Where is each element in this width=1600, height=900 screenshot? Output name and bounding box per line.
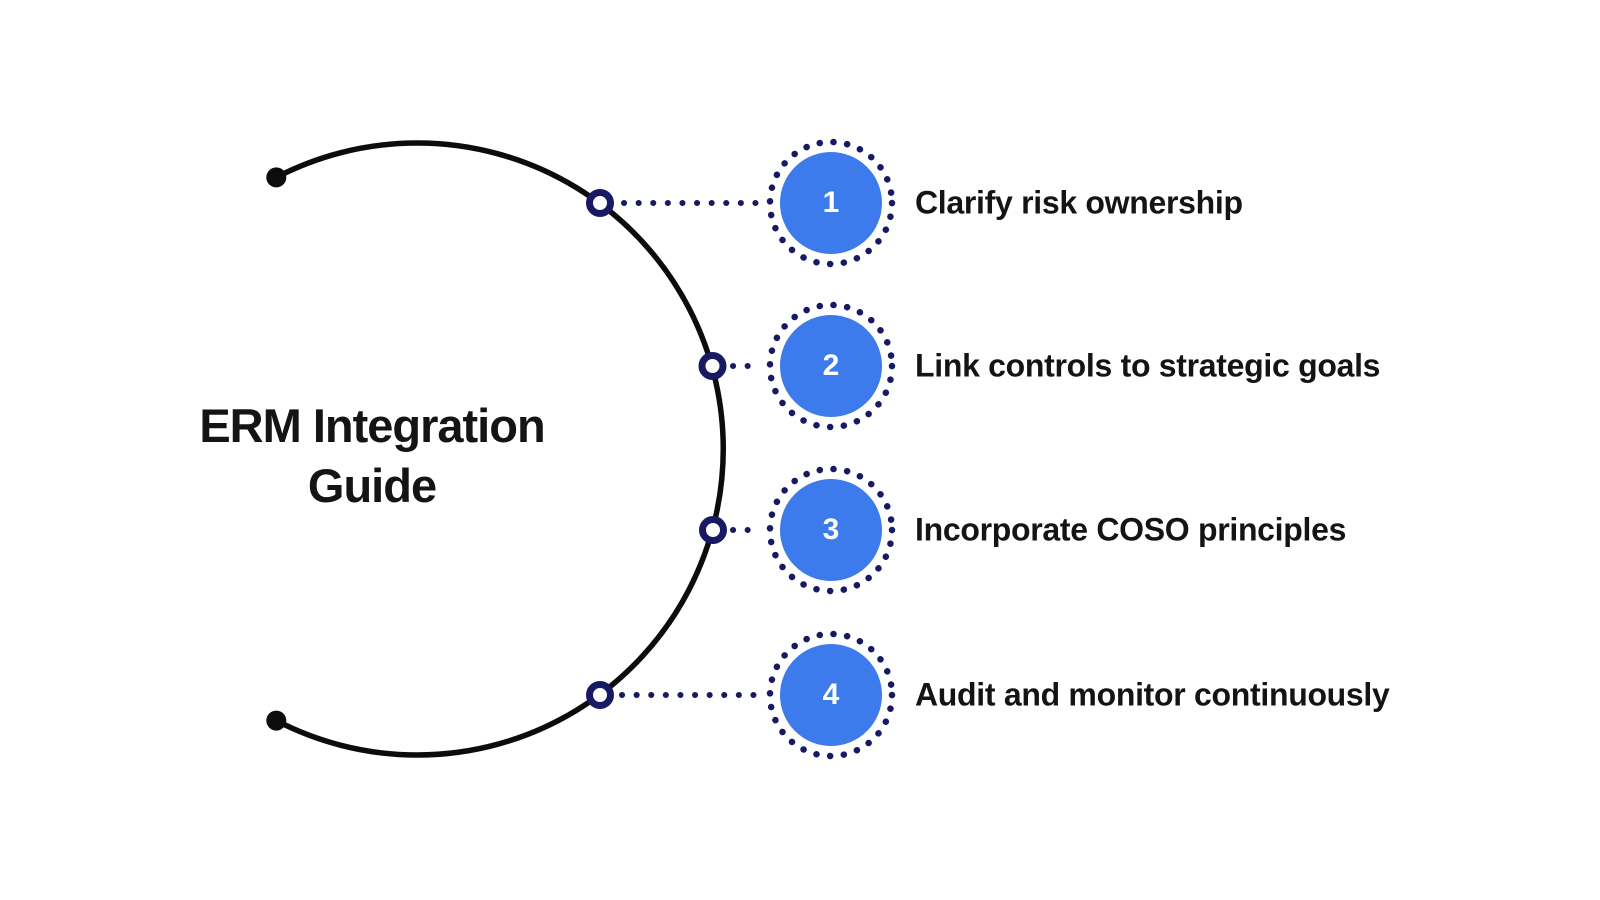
step-label: Clarify risk ownership (915, 184, 1243, 221)
step-label: Incorporate COSO principles (915, 511, 1347, 548)
dotted-ring (766, 138, 896, 268)
step-number-badge: 4 (780, 644, 882, 746)
dotted-ring (766, 465, 896, 595)
dotted-ring (766, 301, 896, 431)
step-row-1: 1 Clarify risk ownership (0, 133, 1600, 273)
page-title: ERM Integration Guide (199, 399, 545, 512)
step-number-badge: 2 (780, 315, 882, 417)
step-number: 3 (822, 513, 840, 546)
step-label: Audit and monitor continuously (915, 676, 1390, 713)
dotted-ring (766, 630, 896, 760)
step-number-badge: 3 (780, 479, 882, 581)
step-number: 1 (822, 186, 840, 219)
step-number: 2 (822, 349, 840, 382)
step-row-4: 4 Audit and monitor continuously (0, 625, 1600, 765)
step-row-2: 2 Link controls to strategic goals (0, 296, 1600, 436)
step-row-3: 3 Incorporate COSO principles (0, 460, 1600, 600)
step-number: 4 (822, 678, 840, 711)
step-label: Link controls to strategic goals (915, 347, 1381, 384)
step-number-badge: 1 (780, 152, 882, 254)
